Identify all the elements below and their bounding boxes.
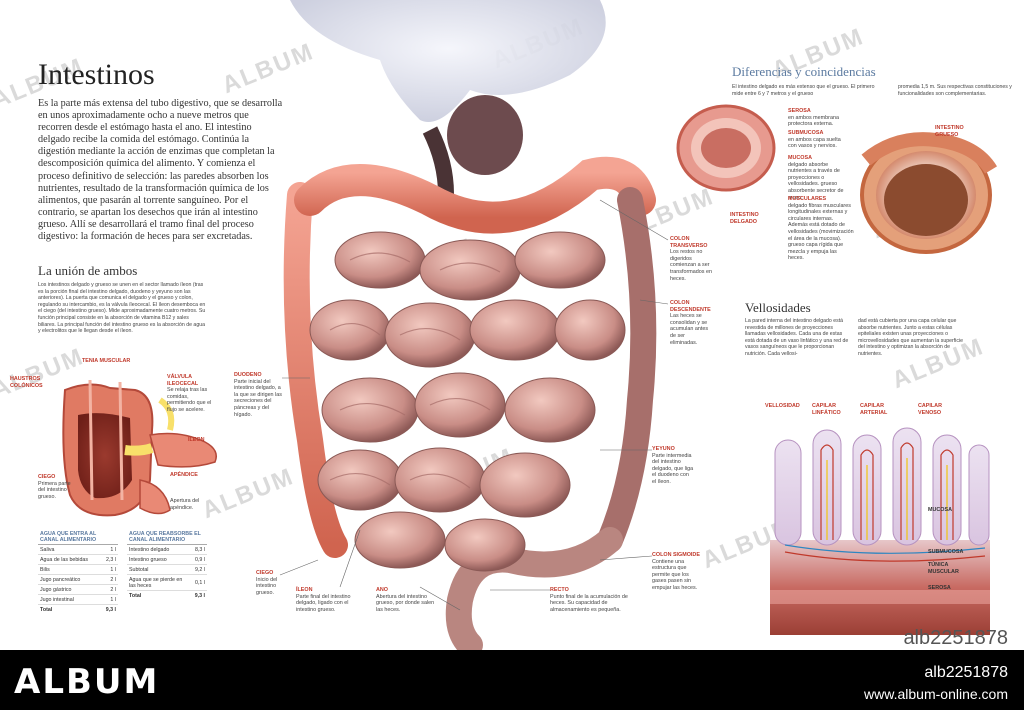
villi-illustration	[770, 427, 990, 635]
table-cell-label: Intestino delgado	[127, 544, 192, 555]
table-cell-label: Agua que se pierde en las heces	[127, 574, 192, 591]
table-cell-value: 9,2 l	[191, 564, 207, 575]
diferencias-text-1: El intestino delgado es más extenso que …	[732, 84, 875, 97]
footer-url[interactable]: www.album-online.com	[864, 686, 1008, 702]
label-serosa-villi: SEROSA	[928, 585, 951, 591]
table-cell-label: Subtotal	[127, 564, 192, 575]
table-cell-value: 1 l	[99, 544, 118, 555]
label-vellosidad: VELLOSIDAD	[765, 403, 800, 409]
table-cell-value: 9,3 l	[105, 606, 116, 613]
label-tunica-muscular: TÚNICA MUSCULAR	[928, 562, 959, 575]
label-intestino-grueso: INTESTINO GRUESO	[935, 125, 964, 138]
table-cell-value: 8,3 l	[191, 544, 207, 555]
label-capilar-arterial: CAPILAR ARTERIAL	[860, 403, 888, 416]
diferencias-text-2: promedia 1,5 m. Sus respectivas constitu…	[898, 84, 1012, 97]
footer-banner	[0, 650, 1024, 710]
image-reference-id: alb2251878	[903, 627, 1008, 649]
table-total-row: Total 9,3 l	[38, 605, 118, 615]
label-submucosa-villi: SUBMUCOSA	[928, 549, 964, 555]
label-tenia-muscular: TENIA MUSCULAR	[82, 358, 131, 364]
table-cell-value: 2 l	[99, 584, 118, 595]
table-cell-label: Total	[40, 606, 53, 613]
label-capilar-venoso: CAPILAR VENOSO	[918, 403, 942, 416]
table-cell-label: Jugo gástrico	[38, 584, 100, 595]
intestines-illustration	[283, 0, 657, 650]
table-cell-label: Jugo pancreático	[38, 574, 100, 585]
table-cell-label: Agua de las bebidas	[38, 554, 100, 565]
table-total-row: Total 9,3 l	[127, 591, 207, 601]
table-cell-label: Saliva	[38, 544, 100, 555]
label-mucosa-villi: MUCOSA	[928, 507, 952, 513]
diferencias-heading: Diferencias y coincidencias	[732, 64, 876, 79]
label-ileon-small: ÍLEON	[188, 437, 205, 443]
infographic-page: ALBUM ALBUM ALBUM ALBUM ALBUM ALBUM ALBU…	[0, 0, 1012, 650]
page-title: Intestinos	[38, 58, 155, 91]
table-cell-value: 2 l	[99, 574, 118, 585]
label-haustros: HAUSTROS COLÓNICOS	[10, 376, 43, 389]
table-cell-value: 1 l	[99, 594, 118, 605]
vellosidades-text-2: dad está cubierta por una capa celular q…	[858, 318, 963, 357]
union-heading: La unión de ambos	[38, 263, 138, 278]
table-cell-value: 1 l	[99, 564, 118, 575]
table-cell-label: Bilis	[38, 564, 100, 575]
label-capilar-linfatico: CAPILAR LINFÁTICO	[812, 403, 841, 416]
vellosidades-heading: Vellosidades	[745, 300, 811, 315]
label-apertura: Apertura del apéndice.	[170, 498, 200, 511]
table-cell-label: Total	[129, 592, 142, 599]
table-header: AGUA QUE ENTRA AL CANAL ALIMENTARIO	[38, 530, 118, 545]
label-intestino-delgado: INTESTINO DELGADO	[730, 212, 759, 225]
table-cell-label: Jugo intestinal	[38, 594, 100, 605]
table-cell-value: 9,3 l	[194, 592, 205, 599]
album-logo: ALBUM	[14, 662, 160, 702]
ileocecal-illustration	[62, 379, 217, 517]
table-cell-value: 2,3 l	[99, 554, 118, 565]
water-in-table: AGUA QUE ENTRA AL CANAL ALIMENTARIO Sali…	[38, 530, 118, 614]
label-apendice: APÉNDICE	[170, 472, 198, 478]
footer-image-id: alb2251878	[924, 664, 1008, 681]
table-header: AGUA QUE REABSORBE EL CANAL ALIMENTARIO	[127, 530, 207, 545]
table-cell-value: 0,9 l	[191, 554, 207, 565]
vellosidades-text-1: La pared interna del intestino delgado e…	[745, 318, 849, 357]
table-cell-label: Intestino grueso	[127, 554, 192, 565]
union-text: Los intestinos delgado y grueso se unen …	[38, 282, 206, 335]
table-cell-value: 0,1 l	[191, 574, 207, 591]
water-out-table: AGUA QUE REABSORBE EL CANAL ALIMENTARIO …	[127, 530, 207, 600]
cross-sections-illustration	[676, 104, 998, 254]
intro-text: Es la parte más extensa del tubo digesti…	[38, 98, 283, 243]
